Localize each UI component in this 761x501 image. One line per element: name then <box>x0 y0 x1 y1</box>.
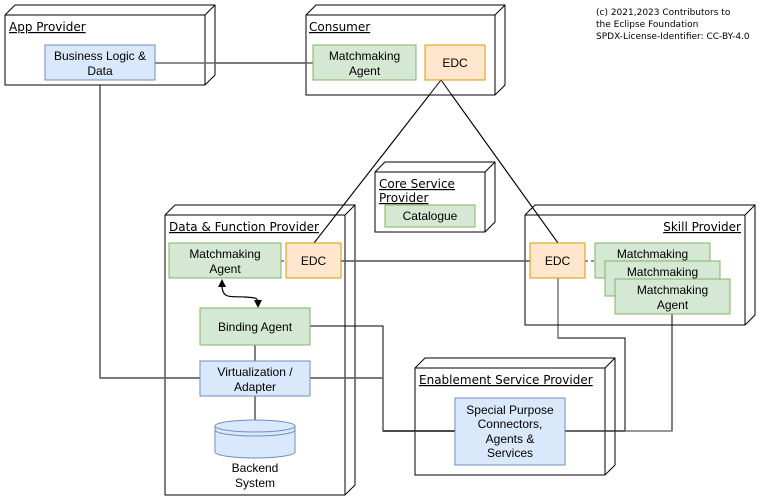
node-3d-frame <box>414 357 616 476</box>
node-label: Data & Function Provider <box>169 220 319 234</box>
special-purpose-line-2: Connectors, <box>478 417 543 431</box>
node-label: Skill Provider <box>663 220 741 234</box>
arrowhead-down-icon <box>254 300 262 308</box>
business-logic-line-1: Business Logic & <box>54 49 146 63</box>
matchmaking-label: Matchmaking <box>329 49 400 63</box>
consumer-matchmaking-agent-box[interactable]: Matchmaking Agent <box>312 44 417 81</box>
dfp-edc-box[interactable]: EDC <box>285 242 342 279</box>
edge-dfp-agent-binding-agent-bidirectional[interactable] <box>221 284 259 304</box>
business-logic-box[interactable]: Business Logic & Data <box>44 44 156 81</box>
agent-label: Agent <box>349 64 381 78</box>
node-skill-provider[interactable]: Skill Provider <box>524 204 756 326</box>
connectors-overlay <box>100 62 625 432</box>
copyright-line-2: the Eclipse Foundation <box>596 20 698 30</box>
special-purpose-box[interactable]: Special Purpose Connectors, Agents & Ser… <box>454 397 566 466</box>
adapter-label: Adapter <box>234 380 276 394</box>
business-logic-line-2: Data <box>87 64 113 78</box>
database-cylinder-icon <box>214 426 296 459</box>
node-data-function-provider[interactable]: Data & Function Provider <box>164 204 356 496</box>
edge-overlay <box>313 79 442 244</box>
node-enablement-service-provider[interactable]: Enablement Service Provider <box>414 357 616 476</box>
backend-label: Backend <box>232 461 279 475</box>
node-label: Enablement Service Provider <box>419 373 593 387</box>
dfp-matchmaking-agent-box[interactable]: Matchmaking Agent <box>168 242 282 279</box>
special-purpose-line-4: Services <box>487 446 533 460</box>
agent-label: Agent <box>657 298 689 312</box>
system-label: System <box>235 476 275 490</box>
matchmaking-label: Matchmaking <box>627 265 698 279</box>
node-label-line-1: Core Service <box>379 177 455 191</box>
skill-edc-box[interactable]: EDC <box>529 242 586 279</box>
database-top <box>214 419 296 433</box>
catalogue-box[interactable]: Catalogue <box>384 204 476 228</box>
copyright-line-3: SPDX-License-Identifier: CC-BY-4.0 <box>596 32 750 42</box>
virtualization-adapter-box[interactable]: Virtualization / Adapter <box>199 360 311 397</box>
edc-label: EDC <box>545 254 571 268</box>
backend-system-database[interactable]: Backend System <box>214 419 296 490</box>
skill-matchmaking-agent-box[interactable]: Matchmaking Agent <box>614 278 731 315</box>
matchmaking-label: Matchmaking <box>617 247 688 261</box>
special-purpose-line-1: Special Purpose <box>466 403 554 417</box>
virtualization-label: Virtualization / <box>217 365 293 379</box>
node-3d-frame <box>164 204 356 496</box>
binding-agent-box[interactable]: Binding Agent <box>199 307 311 346</box>
special-purpose-line-3: Agents & <box>486 432 535 446</box>
node-label-line-2: Provider <box>379 191 428 205</box>
consumer-edc-box[interactable]: EDC <box>424 44 486 81</box>
arrowhead-up-icon <box>218 279 226 287</box>
edge-skill-agent-to-special-purpose[interactable] <box>625 313 673 432</box>
copyright-line-1: (c) 2021,2023 Contributors to <box>596 8 731 18</box>
database-rim <box>214 429 296 437</box>
edge-overlay <box>440 79 559 244</box>
agent-label: Agent <box>209 262 241 276</box>
node-label: Consumer <box>309 20 370 34</box>
copyright-notice: (c) 2021,2023 Contributors to the Eclips… <box>596 8 750 42</box>
node-3d-frame <box>524 204 756 326</box>
edc-label: EDC <box>442 56 468 70</box>
matchmaking-label: Matchmaking <box>189 247 260 261</box>
node-label: App Provider <box>9 20 86 34</box>
binding-agent-label: Binding Agent <box>218 320 293 334</box>
edc-label: EDC <box>301 254 327 268</box>
catalogue-label: Catalogue <box>403 209 458 223</box>
matchmaking-label: Matchmaking <box>637 283 708 297</box>
